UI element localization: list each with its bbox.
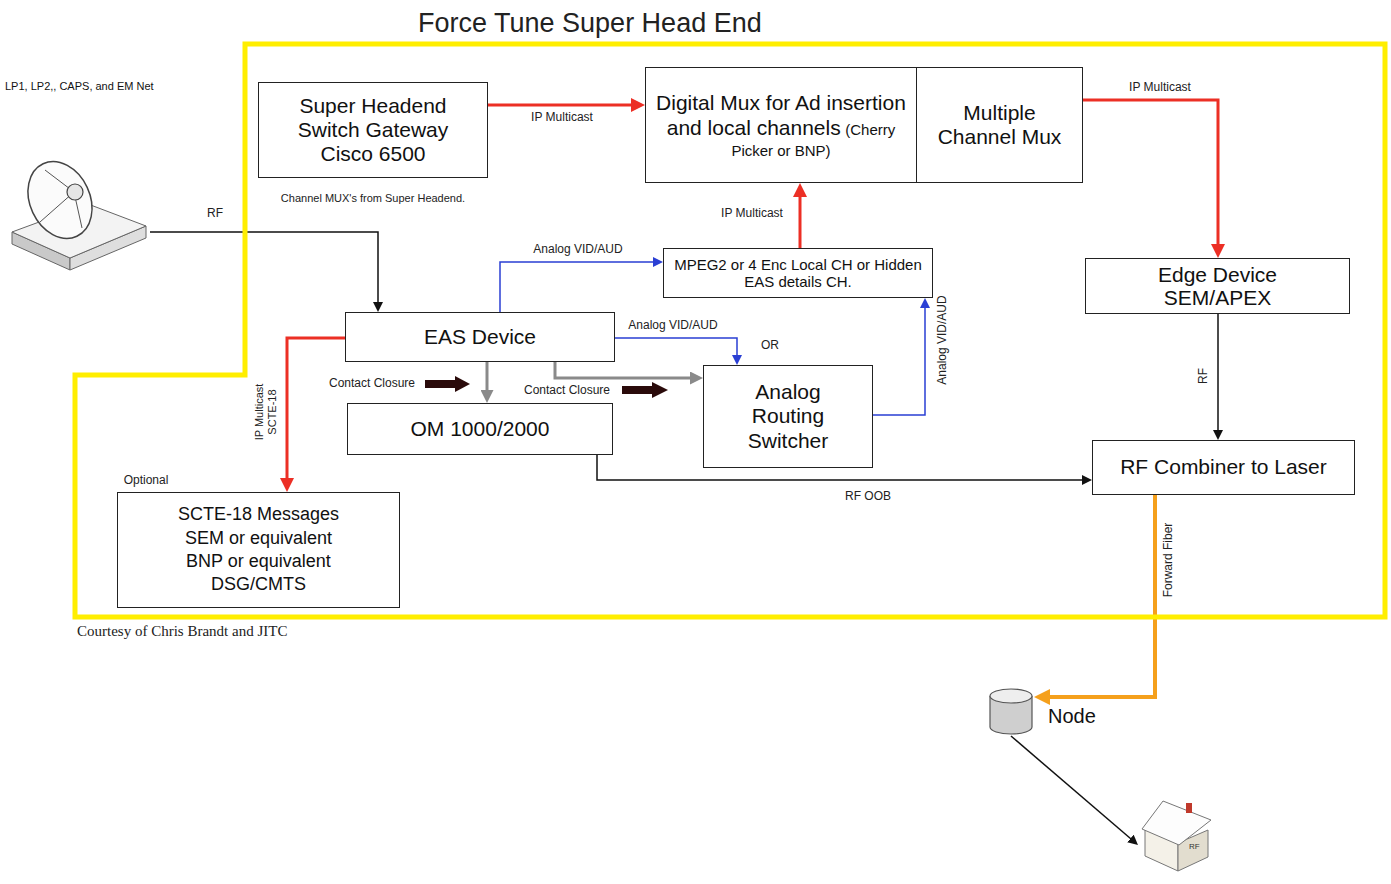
box-label: Multiple Channel Mux	[927, 101, 1072, 149]
optional-label: Optional	[122, 474, 171, 488]
box-label: RF Combiner to Laser	[1101, 455, 1346, 479]
connector-label: Analog VID/AUD	[936, 293, 950, 386]
box-label: EAS Device	[354, 325, 606, 349]
process-box: SCTE-18 Messages SEM or equivalent BNP o…	[117, 492, 400, 608]
box-label: SCTE-18 Messages SEM or equivalent BNP o…	[174, 503, 343, 597]
diagram-heading: Force Tune Super Head End	[418, 8, 762, 39]
network-node-shape	[988, 688, 1034, 736]
text-block: SCTE-18 Messages SEM or equivalent BNP o…	[174, 503, 343, 597]
process-box: Analog Routing Switcher	[703, 365, 873, 468]
connector-label: Contact Closure	[327, 377, 417, 391]
box-label: Super Headend Switch Gateway Cisco 6500	[291, 94, 455, 166]
process-box: Multiple Channel Mux	[916, 67, 1083, 183]
region-outline	[75, 44, 1385, 617]
connector	[150, 232, 378, 304]
connector	[500, 262, 655, 312]
process-box: RF Combiner to Laser	[1092, 440, 1355, 495]
house-roof	[1142, 801, 1211, 845]
connector-label: RF OOB	[843, 490, 893, 504]
box-label: OM 1000/2000	[356, 417, 604, 441]
text-block: Analog Routing Switcher	[729, 380, 847, 452]
contact-closure-arrow	[622, 382, 668, 398]
connector	[486, 362, 489, 393]
connector	[488, 104, 634, 107]
connector-label: Analog VID/AUD	[531, 243, 624, 257]
box-label: MPEG2 or 4 Enc Local CH or Hidden EAS de…	[674, 256, 922, 291]
text-block: RF Combiner to Laser	[1101, 455, 1346, 479]
note-text: Channel MUX's from Super Headend.	[279, 192, 468, 205]
box-label: Edge Device SEM/APEX	[1136, 263, 1299, 309]
house-chimney	[1186, 803, 1192, 813]
connector-label: Forward Fiber	[1162, 521, 1176, 600]
connector-label: IP Multicast SCTE-18	[253, 374, 278, 450]
dish-feed	[67, 184, 83, 200]
connector-label: RF	[205, 207, 225, 221]
satellite-dish: LP1, LP2,, CAPS, and EM Net	[5, 78, 150, 273]
connector-label: Contact Closure	[522, 384, 612, 398]
connector-label: IP Multicast	[529, 111, 595, 125]
connector-label: Analog VID/AUD	[626, 319, 719, 333]
connector-label: RF	[1197, 366, 1211, 386]
house-shape	[1138, 788, 1212, 872]
text-block: Digital Mux for Ad insertion and local c…	[656, 90, 906, 160]
node-cylinder-top	[990, 689, 1032, 703]
text-block: OM 1000/2000	[356, 417, 604, 441]
text-block: MPEG2 or 4 Enc Local CH or Hidden EAS de…	[674, 256, 922, 291]
connector	[555, 362, 693, 378]
process-box: Super Headend Switch Gateway Cisco 6500	[258, 82, 488, 178]
connector-label: IP Multicast	[1127, 81, 1193, 95]
connector	[799, 194, 802, 248]
region: Force Tune Super Head EndSuper Headend S…	[75, 44, 1385, 617]
connector	[873, 306, 925, 415]
process-box: OM 1000/2000	[347, 403, 613, 455]
contact-closure-arrow	[425, 376, 470, 392]
house: RF	[1138, 788, 1212, 872]
connector	[1217, 314, 1219, 432]
process-box: EAS Device	[345, 312, 615, 362]
text-block: Edge Device SEM/APEX	[1136, 263, 1299, 309]
or-label: OR	[759, 339, 781, 353]
connector	[1011, 736, 1132, 840]
connector	[287, 338, 345, 481]
process-box: Digital Mux for Ad insertion and local c…	[645, 67, 917, 183]
connector-label: IP Multicast	[719, 207, 785, 221]
text-block: Super Headend Switch Gateway Cisco 6500	[291, 94, 455, 166]
satellite-dish-shape	[5, 78, 150, 273]
process-box: Edge Device SEM/APEX	[1085, 258, 1350, 314]
dish-heading: LP1, LP2,, CAPS, and EM Net	[5, 80, 154, 93]
house-label: RF	[1189, 842, 1200, 851]
network-node: Node	[988, 688, 1034, 736]
credit-text: Courtesy of Chris Brandt and JITC	[75, 623, 289, 640]
node-label: Node	[1048, 705, 1096, 728]
box-label: Analog Routing Switcher	[729, 380, 847, 452]
text-block: Multiple Channel Mux	[927, 101, 1072, 149]
connector	[1083, 100, 1218, 247]
connector	[615, 338, 737, 357]
dish-reflector	[16, 151, 104, 249]
text-block: EAS Device	[354, 325, 606, 349]
connector	[1047, 495, 1155, 697]
process-box: MPEG2 or 4 Enc Local CH or Hidden EAS de…	[663, 248, 933, 298]
